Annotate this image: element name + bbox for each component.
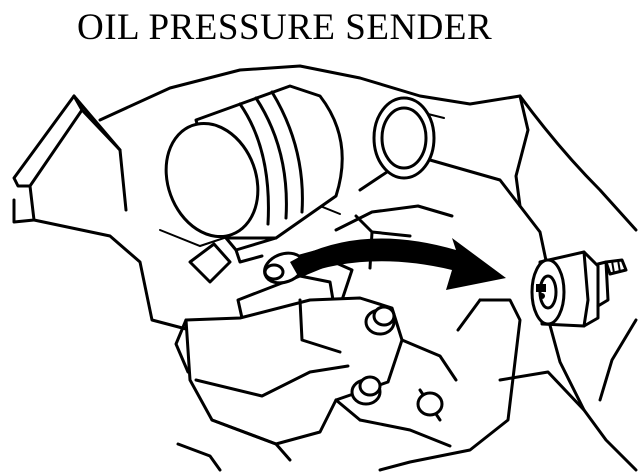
boss-ring (372, 96, 436, 180)
direction-arrow (290, 238, 506, 290)
oil-filter (164, 84, 344, 264)
bolt-upper (364, 305, 396, 336)
oil-pressure-sender (530, 250, 628, 328)
bolt-right (416, 391, 444, 417)
engine-block (12, 64, 638, 472)
lower-housing (174, 296, 458, 472)
diagram-title: OIL PRESSURE SENDER (77, 7, 493, 48)
bolt-lower (350, 375, 382, 406)
